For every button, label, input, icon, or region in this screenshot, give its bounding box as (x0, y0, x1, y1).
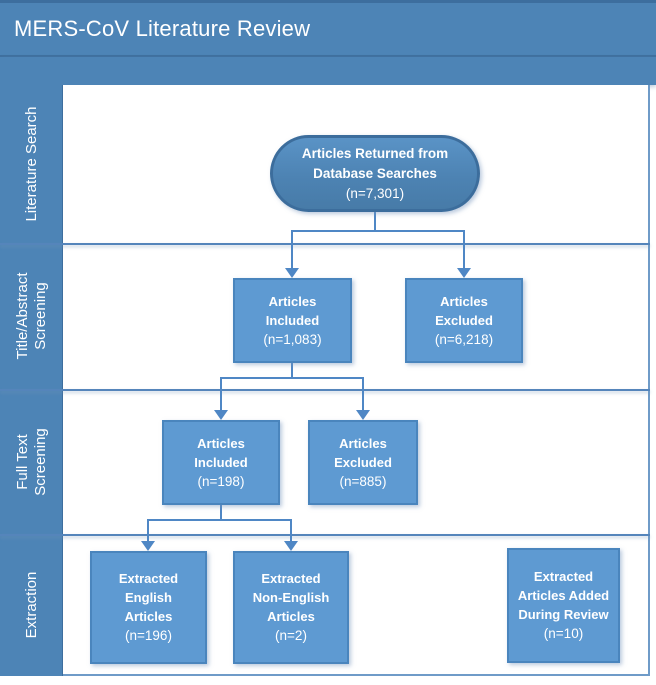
node-text-line: Extracted (261, 571, 321, 586)
stage-band-title-abstract-screening: Title/Abstract Screening (0, 243, 63, 389)
node-text-line: Included (265, 312, 320, 328)
diagram-body: Literature Search Title/Abstract Screeni… (0, 85, 656, 677)
stage-label-line: Title/Abstract (13, 272, 31, 360)
flow-node-extracted-added-during-review: Extracted Articles Added During Review (… (507, 548, 620, 663)
node-text-line: Excluded (334, 454, 392, 470)
stage-band-full-text-screening: Full Text Screening (0, 389, 63, 534)
node-text-line: Extracted (533, 569, 594, 584)
flow-node-articles-returned: Articles Returned from Database Searches… (270, 135, 480, 212)
node-text-line: Articles Returned from (301, 145, 449, 161)
flow-node-extracted-non-english: Extracted Non-English Articles (n=2) (233, 551, 349, 664)
stage-band-extraction: Extraction (0, 534, 63, 676)
flow-node-title-abstract-included: Articles Included (n=1,083) (233, 278, 352, 363)
node-text-line: English (125, 590, 172, 605)
node-count: (n=2) (275, 628, 307, 643)
title-strip (0, 57, 656, 85)
node-text-line: Included (194, 454, 248, 470)
node-count: (n=6,218) (434, 331, 494, 347)
node-count: (n=198) (197, 473, 245, 489)
node-text-line: Non-English (252, 590, 330, 605)
stage-label-line: Literature Search (22, 106, 40, 222)
stage-label: Title/Abstract Screening (14, 273, 50, 360)
stage-label: Extraction (23, 572, 41, 639)
node-count: (n=196) (125, 628, 172, 643)
stage-label-line: Full Text (13, 433, 31, 490)
stage-band-literature-search: Literature Search (0, 85, 63, 243)
row-divider (0, 389, 650, 391)
node-text-line: Articles (267, 609, 315, 624)
stage-label: Full Text Screening (14, 428, 50, 496)
stage-label-line: Screening (31, 427, 49, 496)
stage-sidebar: Literature Search Title/Abstract Screeni… (0, 85, 63, 676)
flow-node-extracted-english: Extracted English Articles (n=196) (90, 551, 207, 664)
node-text-line: Articles (268, 293, 317, 309)
node-count: (n=885) (339, 473, 387, 489)
flow-node-title-abstract-excluded: Articles Excluded (n=6,218) (405, 278, 523, 363)
node-count: (n=7,301) (345, 185, 405, 201)
node-text-line: During Review (518, 607, 609, 622)
node-text-line: Database Searches (313, 165, 437, 181)
stage-label-line: Screening (31, 282, 49, 350)
row-divider (0, 243, 650, 245)
node-text-line: Articles Added (517, 588, 610, 603)
stage-label: Literature Search (23, 106, 41, 221)
stage-label-line: Extraction (22, 571, 40, 639)
page-title: MERS-CoV Literature Review (14, 16, 311, 41)
node-count: (n=1,083) (263, 331, 322, 347)
node-text-line: Articles (197, 435, 245, 451)
node-text-line: Articles (440, 293, 488, 309)
node-count: (n=10) (543, 626, 584, 641)
title-bar: MERS-CoV Literature Review (0, 0, 656, 57)
node-text-line: Extracted (118, 571, 179, 586)
node-text-line: Articles (124, 609, 173, 624)
row-divider (0, 534, 650, 536)
flow-node-full-text-excluded: Articles Excluded (n=885) (308, 420, 418, 505)
node-text-line: Excluded (435, 312, 493, 328)
flow-node-full-text-included: Articles Included (n=198) (162, 420, 280, 505)
node-text-line: Articles (339, 435, 387, 451)
